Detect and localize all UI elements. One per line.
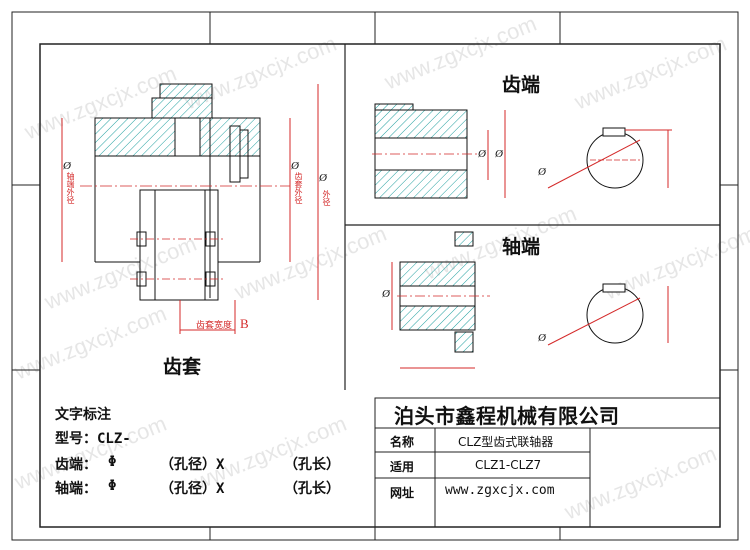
- sleeve-width-symbol: B: [240, 316, 249, 331]
- model-line: 型号：CLZ-: [55, 431, 131, 447]
- shaft-diameter-phi: Ø: [63, 160, 71, 172]
- gear-end-note-label: 齿端：: [55, 457, 97, 473]
- title-row-value-range: CLZ1-CLZ7: [475, 458, 542, 472]
- outer-diameter-label: 外径: [322, 190, 331, 206]
- company-name: 泊头市鑫程机械有限公司: [394, 404, 620, 428]
- title-row-label-range: 适用: [390, 460, 415, 474]
- title-row-label-name: 名称: [390, 435, 415, 449]
- title-row-value-website: www.zgxcjx.com: [445, 483, 555, 498]
- gear-end-bore: （孔径）X: [160, 457, 225, 473]
- shaft-end-view-title: 轴端: [502, 236, 541, 258]
- shaft-end-bore: （孔径）X: [160, 481, 225, 497]
- sleeve-assembly-view: [61, 83, 319, 334]
- gear-end-phi: Φ: [108, 454, 117, 470]
- sleeve-width-label: 齿套宽度: [196, 321, 233, 331]
- title-block-grid: [374, 397, 721, 528]
- gear-bore-phi: Ø: [478, 148, 486, 160]
- shaft-end-phi: Φ: [108, 478, 117, 494]
- shaft-bore-phi: Ø: [382, 288, 390, 300]
- sleeve-view-title: 齿套: [163, 356, 202, 378]
- shaft-circle-phi: Ø: [538, 332, 546, 344]
- gear-end-length: （孔长）: [284, 457, 340, 473]
- sleeve-diameter-phi: Ø: [291, 160, 299, 172]
- notes-title: 文字标注: [55, 407, 111, 423]
- shaft-end-view: [391, 231, 669, 369]
- sleeve-diameter-label: 齿套外径: [294, 172, 303, 204]
- gear-end-view: [372, 103, 672, 199]
- title-row-label-website: 网址: [390, 486, 415, 500]
- view-dividers: [344, 44, 720, 390]
- shaft-end-length: （孔长）: [284, 481, 340, 497]
- gear-circle-phi: Ø: [538, 166, 546, 178]
- shaft-end-note-label: 轴端：: [55, 481, 97, 497]
- gear-end-view-title: 齿端: [502, 74, 541, 96]
- gear-outer-phi: Ø: [495, 148, 503, 160]
- title-row-value-name: CLZ型齿式联轴器: [458, 435, 554, 449]
- outer-diameter-phi: Ø: [319, 172, 327, 184]
- shaft-diameter-label: 轴端外径: [66, 172, 75, 204]
